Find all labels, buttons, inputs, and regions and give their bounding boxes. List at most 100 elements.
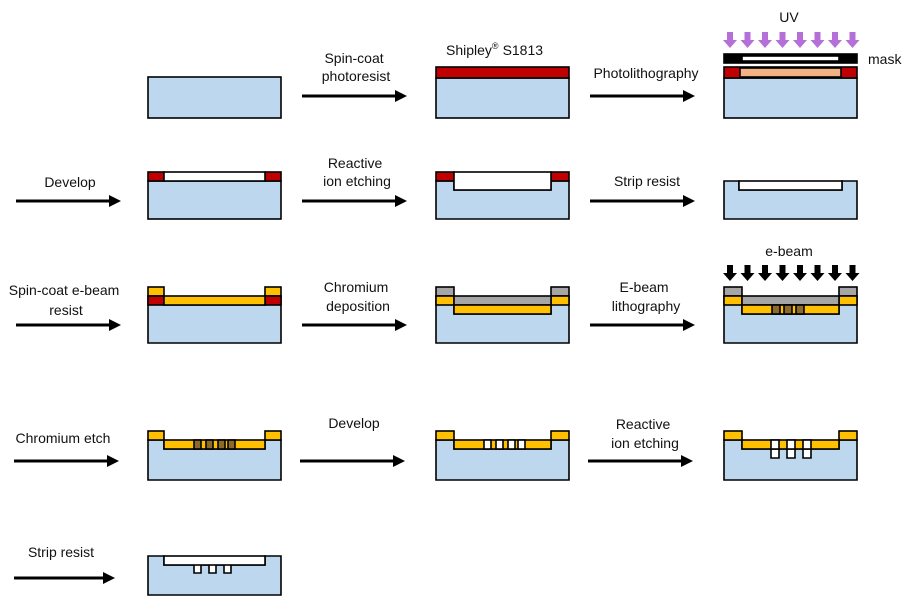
developed-opening-2 [495, 439, 504, 450]
ebeam-label: e-beam [765, 243, 812, 259]
mask-label: mask [868, 51, 902, 67]
step-label-spin-coat-photoresist: Spin-coat photoresist [322, 50, 391, 84]
etched-opening-1 [770, 439, 780, 450]
ebeam-resist-layer [453, 304, 552, 315]
photoresist-label: Shipley® S1813 [446, 41, 543, 58]
uv-arrow-4 [775, 32, 790, 48]
process-arrows [14, 90, 695, 584]
step-label-strip-resist-2: Strip resist [28, 544, 94, 560]
substrate [723, 77, 858, 119]
chromium-left-top [723, 286, 743, 297]
wafer-1-3 [723, 53, 858, 119]
exposed-ebeam-region-1 [771, 304, 781, 315]
ebeam-resist-left [147, 430, 165, 441]
exposed-ebeam-region-4 [227, 439, 236, 450]
exposed-ebeam-region-2 [205, 439, 214, 450]
uv-arrow-1 [723, 32, 737, 48]
developed-opening-1 [483, 439, 492, 450]
wafer-cross-sections [147, 53, 858, 596]
exposed-ebeam-region-3 [217, 439, 226, 450]
ebeam-arrow-1 [723, 265, 737, 281]
ebeam-resist-right [838, 295, 858, 306]
ebeam-arrow-5 [793, 265, 807, 281]
wafer-3-1 [147, 286, 282, 344]
ebeam-resist-layer [163, 439, 266, 450]
developed-opening-4 [517, 439, 526, 450]
chromium-left-top [435, 286, 455, 297]
substrate [147, 76, 282, 119]
ebeam-resist-right [550, 430, 570, 441]
photoresist-left [435, 171, 455, 182]
photoresist-right [550, 171, 570, 182]
ebeam-arrow-4 [775, 265, 790, 281]
exposed-ebeam-region-1 [193, 439, 202, 450]
step-label-chromium-deposition: Chromium deposition [324, 279, 392, 314]
uv-arrow-8 [845, 32, 860, 48]
ebeam-resist-right [264, 430, 282, 441]
photoresist-left [147, 295, 165, 306]
substrate [435, 77, 570, 119]
chromium-layer [741, 295, 840, 306]
ebeam-arrow-7 [828, 265, 842, 281]
photoresist-layer [435, 66, 570, 79]
chromium-right-top [550, 286, 570, 297]
step-label-photolithography: Photolithography [593, 65, 698, 81]
etched-trench [453, 171, 552, 191]
step-label-develop-1: Develop [44, 174, 96, 190]
substrate [147, 180, 282, 220]
registered-mark: ® [492, 41, 499, 51]
ebeam-resist-left [435, 295, 455, 306]
chromium-right-top [838, 286, 858, 297]
ebeam-resist-right [550, 295, 570, 306]
step-label-chromium-etch: Chromium etch [16, 430, 111, 446]
step-label-spin-coat-ebeam-resist: Spin-coat e-beam resist [9, 282, 123, 318]
photoresist-left [147, 171, 165, 182]
ebeam-arrow-2 [740, 265, 755, 281]
uv-arrow-7 [828, 32, 842, 48]
photoresist-model: S1813 [503, 42, 544, 58]
wafer-3-3 [723, 286, 858, 344]
exposed-ebeam-region-3 [795, 304, 805, 315]
step-label-reactive-ion-etching-2: Reactive ion etching [611, 416, 679, 451]
uv-arrow-6 [810, 32, 825, 48]
exposed-ebeam-region-2 [783, 304, 793, 315]
uv-arrow-5 [793, 32, 807, 48]
ebeam-resist-right-top [264, 286, 282, 297]
step-label-ebeam-lithography: E-beam lithography [612, 279, 681, 314]
trench [738, 180, 843, 191]
etched-opening-3 [802, 439, 812, 450]
mask-opening [741, 55, 840, 62]
step-label-reactive-ion-etching-1: Reactive ion etching [323, 155, 391, 189]
photoresist-right [264, 295, 282, 306]
ebeam-resist-right [838, 430, 858, 441]
chromium-layer [453, 295, 552, 306]
ebeam-resist-left [435, 430, 455, 441]
trench [163, 555, 266, 566]
uv-label: UV [779, 9, 799, 25]
uv-arrow-2 [740, 32, 755, 48]
wafer-2-2 [435, 171, 570, 220]
step-label-strip-resist-1: Strip resist [614, 173, 680, 189]
exposure-beams [723, 32, 860, 281]
ebeam-arrow-8 [845, 265, 860, 281]
wafer-1-1 [147, 76, 282, 119]
wafer-1-2 [435, 66, 570, 119]
exposed-photoresist [739, 67, 842, 78]
wafer-2-3 [723, 180, 858, 220]
photoresist-right [264, 171, 282, 182]
etched-opening-2 [786, 439, 796, 450]
wafer-4-3 [723, 430, 858, 481]
ebeam-arrow-6 [810, 265, 825, 281]
uv-arrow-3 [758, 32, 772, 48]
ebeam-resist-left [723, 295, 743, 306]
ebeam-arrow-3 [758, 265, 772, 281]
developed-opening [163, 171, 266, 182]
step-label-develop-2: Develop [328, 415, 380, 431]
ebeam-resist-left-top [147, 286, 165, 297]
wafer-2-1 [147, 171, 282, 220]
wafer-4-2 [435, 430, 570, 481]
wafer-3-2 [435, 286, 570, 344]
photoresist-name: Shipley [446, 42, 492, 58]
wafer-4-1 [147, 430, 282, 481]
